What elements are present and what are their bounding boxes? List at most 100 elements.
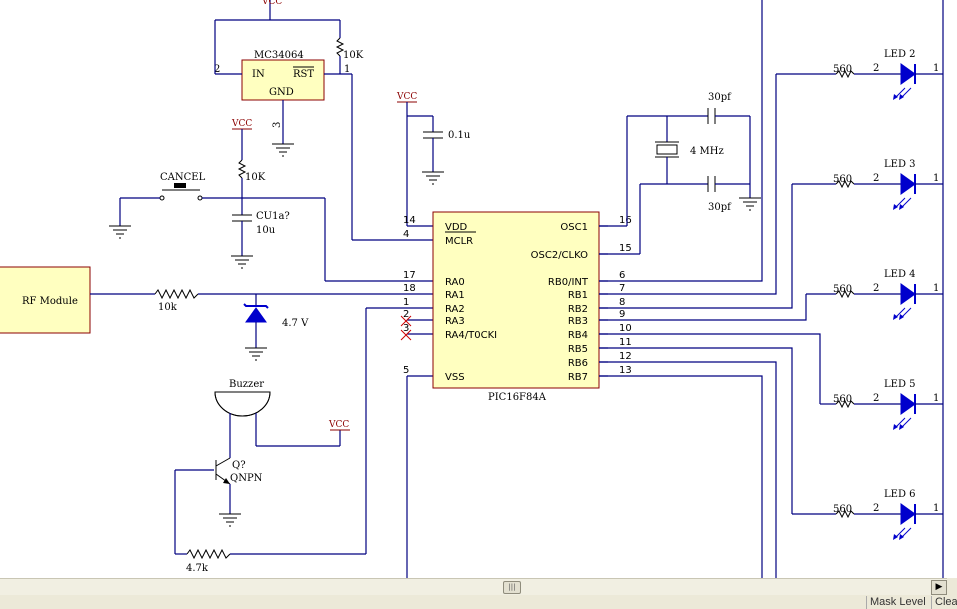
cancel-pullup-label: 10K [245, 172, 266, 183]
buzzer-label: Buzzer [229, 379, 264, 390]
led-name: LED 4 [884, 269, 916, 280]
led-6[interactable]: 560 2 1 LED 6 [792, 489, 943, 541]
led-name: LED 3 [884, 159, 916, 170]
mcu-right-pin-num: 15 [619, 243, 632, 254]
horizontal-scrollbar[interactable]: ||| ▶ [0, 578, 947, 595]
mcu-right-pin-name: RB5 [568, 344, 588, 355]
reset-ic-gnd: GND [269, 87, 294, 98]
reset-pullup-label: 10K [343, 50, 364, 61]
mcu-right-pin-num: 10 [619, 323, 632, 334]
clear-button[interactable]: Clear [931, 596, 957, 609]
vcc-label-cancel: VCC [231, 119, 252, 129]
crystal-cap-bottom: 30pf [708, 202, 732, 213]
led-resistor-label: 560 [833, 174, 852, 185]
mcu-right-pin-num: 9 [619, 309, 625, 320]
led-pin-anode: 2 [873, 393, 879, 404]
mcu-left-pin-num: 4 [403, 229, 409, 240]
reset-ic-pin-in: 2 [214, 64, 220, 75]
vcc-label-top: VCC [261, 0, 282, 7]
led-pin-anode: 2 [873, 503, 879, 514]
mcu-left-pin-name: RA1 [445, 290, 465, 301]
led-pin-cathode: 1 [933, 503, 939, 514]
mcu-left-pin-num: 5 [403, 365, 409, 376]
crystal[interactable]: 4 MHz [655, 116, 724, 184]
crystal-cap-top: 30pf [708, 92, 732, 103]
reset-ic[interactable]: MC34064 IN RST GND 2 1 3 [214, 50, 350, 128]
mcu-left-pin-num: 14 [403, 215, 416, 226]
mcu-name: PIC16F84A [488, 392, 547, 403]
vcc-label-decouple: VCC [396, 92, 417, 102]
led-resistor-label: 560 [833, 504, 852, 515]
mcu-right-pin-name: RB4 [568, 330, 588, 341]
mcu-left-pin-num: 18 [403, 283, 416, 294]
reset-ic-pin-rst: 1 [344, 64, 350, 75]
mcu-right-pin-name: RB3 [568, 316, 588, 327]
mcu-left-pin-num: 1 [403, 297, 409, 308]
mcu-right-pin-name: RB6 [568, 358, 588, 369]
decouple-cap-value: 0.1u [448, 130, 471, 141]
mcu-right-pin-name: RB0/INT [548, 277, 589, 288]
transistor-type: QNPN [230, 473, 263, 484]
mcu-right-pin-num: 13 [619, 365, 632, 376]
reset-ic-pin-gnd: 3 [272, 122, 283, 128]
transistor-base-resistor: 4.7k [186, 563, 209, 574]
led-resistor-label: 560 [833, 394, 852, 405]
led-name: LED 6 [884, 489, 916, 500]
mask-level-button[interactable]: Mask Level [866, 596, 932, 609]
led-5[interactable]: 560 2 1 LED 5 [820, 379, 943, 431]
led-pin-anode: 2 [873, 283, 879, 294]
scroll-thumb[interactable]: ||| [503, 581, 521, 594]
mcu-left-pin-name: RA4/T0CKI [445, 330, 497, 341]
mcu-right-pin-name: RB1 [568, 290, 588, 301]
led-pin-anode: 2 [873, 63, 879, 74]
mcu-left-pin-num: 17 [403, 270, 416, 281]
mcu-right-pin-name: OSC2/CLKO [531, 250, 588, 261]
led-resistor-label: 560 [833, 64, 852, 75]
cancel-cap-ref: CU1a? [256, 211, 290, 222]
crystal-freq: 4 MHz [690, 146, 724, 157]
mcu-right-pin-num: 11 [619, 337, 632, 348]
cancel-cap-value: 10u [256, 225, 276, 236]
mcu-left-pin-name: RA2 [445, 304, 465, 315]
led-resistor-label: 560 [833, 284, 852, 295]
reset-ic-rst: RST [293, 69, 314, 80]
rf-resistor-label: 10k [158, 302, 178, 313]
scroll-right-arrow-icon[interactable]: ▶ [931, 580, 947, 595]
led-4[interactable]: 560 2 1 LED 4 [806, 269, 943, 321]
mcu-right-pin-num: 7 [619, 283, 625, 294]
reset-ic-name: MC34064 [254, 50, 304, 61]
mcu-right-pin-name: RB2 [568, 304, 588, 315]
mcu-right-pin-num: 16 [619, 215, 632, 226]
led-name: LED 5 [884, 379, 916, 390]
mcu-left-pin-name: RA0 [445, 277, 465, 288]
rf-module[interactable]: RF Module [0, 266, 91, 334]
led-3[interactable]: 560 2 1 LED 3 [792, 159, 943, 211]
mcu-left-pin-name: MCLR [445, 236, 473, 247]
led-pin-cathode: 1 [933, 393, 939, 404]
schematic-canvas[interactable]: MC34064 IN RST GND 2 1 3 10K VCC VCC 0.1… [0, 0, 957, 578]
mcu-right-pin-num: 8 [619, 297, 625, 308]
led-pin-cathode: 1 [933, 283, 939, 294]
cancel-switch-label: CANCEL [160, 172, 206, 183]
led-name: LED 2 [884, 49, 916, 60]
led-pin-cathode: 1 [933, 63, 939, 74]
led-pin-anode: 2 [873, 173, 879, 184]
mcu-left-pin-name: RA3 [445, 316, 465, 327]
status-bar: ||| ▶ Mask Level Clear [0, 578, 957, 609]
mcu-right-pin-num: 6 [619, 270, 625, 281]
led-pin-cathode: 1 [933, 173, 939, 184]
mcu-left-pin-name: VDD [445, 222, 468, 233]
cancel-switch[interactable]: CANCEL [159, 172, 206, 201]
buzzer[interactable]: Buzzer [214, 379, 271, 417]
mcu-right-pin-name: OSC1 [560, 222, 588, 233]
reset-ic-in: IN [252, 69, 265, 80]
transistor-ref: Q? [232, 460, 246, 471]
mcu-left-pin-name: VSS [445, 372, 465, 383]
npn-transistor[interactable]: Q? QNPN [215, 457, 263, 485]
mcu-left-pin-num: 2 [403, 309, 409, 320]
mcu-right-pin-name: RB7 [568, 372, 588, 383]
mcu-left-pin-num: 3 [403, 323, 409, 334]
led-2[interactable]: 560 2 1 LED 2 [776, 49, 943, 101]
rf-module-label: RF Module [22, 296, 78, 307]
